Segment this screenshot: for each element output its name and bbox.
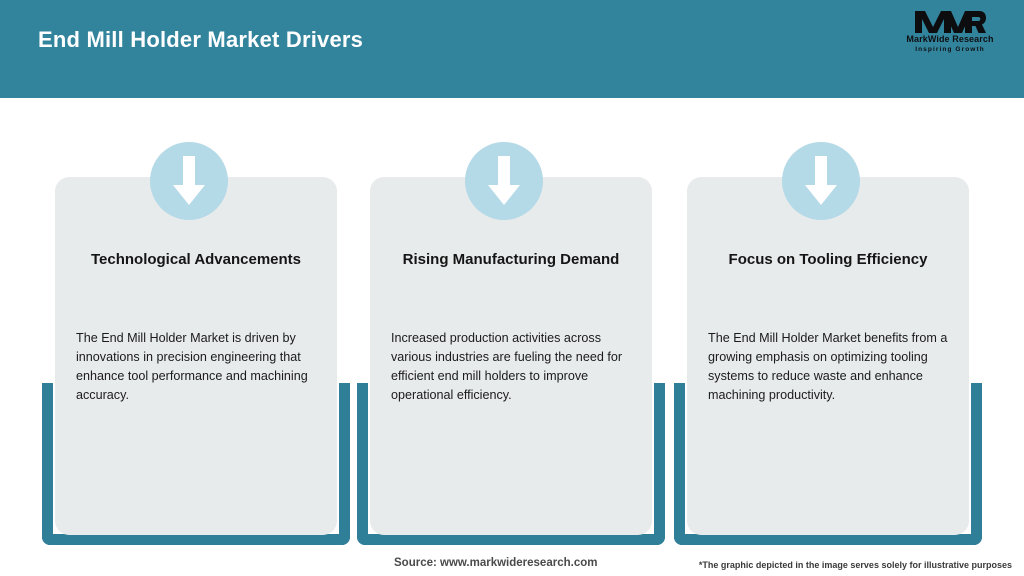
- source-label: Source: www.markwideresearch.com: [394, 557, 598, 569]
- card-panel: Rising Manufacturing Demand Increased pr…: [370, 177, 652, 535]
- arrow-down-icon: [150, 142, 228, 220]
- driver-card-1: Technological Advancements The End Mill …: [40, 98, 355, 558]
- page-header: End Mill Holder Market Drivers MarkWide …: [0, 0, 1024, 98]
- card-panel: Focus on Tooling Efficiency The End Mill…: [687, 177, 969, 535]
- card-bracket: [674, 383, 982, 545]
- card-panel: Technological Advancements The End Mill …: [55, 177, 337, 535]
- drivers-card-group: Technological Advancements The End Mill …: [0, 98, 1024, 576]
- arrow-down-icon: [782, 142, 860, 220]
- card-bracket: [42, 383, 350, 545]
- driver-card-3: Focus on Tooling Efficiency The End Mill…: [672, 98, 987, 558]
- card-title: Rising Manufacturing Demand: [402, 251, 620, 268]
- logo-tagline: Inspiring Growth: [915, 46, 985, 53]
- disclaimer-label: *The graphic depicted in the image serve…: [698, 560, 1012, 570]
- logo-mark-icon: [898, 8, 1002, 34]
- page-title: End Mill Holder Market Drivers: [38, 27, 364, 52]
- card-body-text: The End Mill Holder Market benefits from…: [708, 331, 948, 402]
- card-title: Technological Advancements: [90, 251, 302, 268]
- card-title: Focus on Tooling Efficiency: [728, 251, 928, 268]
- driver-card-2: Rising Manufacturing Demand Increased pr…: [355, 98, 670, 558]
- logo-company-name: MarkWide Research: [906, 34, 994, 44]
- arrow-down-icon: [465, 142, 543, 220]
- card-body-text: Increased production activities across v…: [391, 331, 623, 402]
- brand-logo: MarkWide Research Inspiring Growth: [898, 8, 1002, 60]
- card-body-text: The End Mill Holder Market is driven by …: [76, 331, 308, 402]
- card-bracket: [357, 383, 665, 545]
